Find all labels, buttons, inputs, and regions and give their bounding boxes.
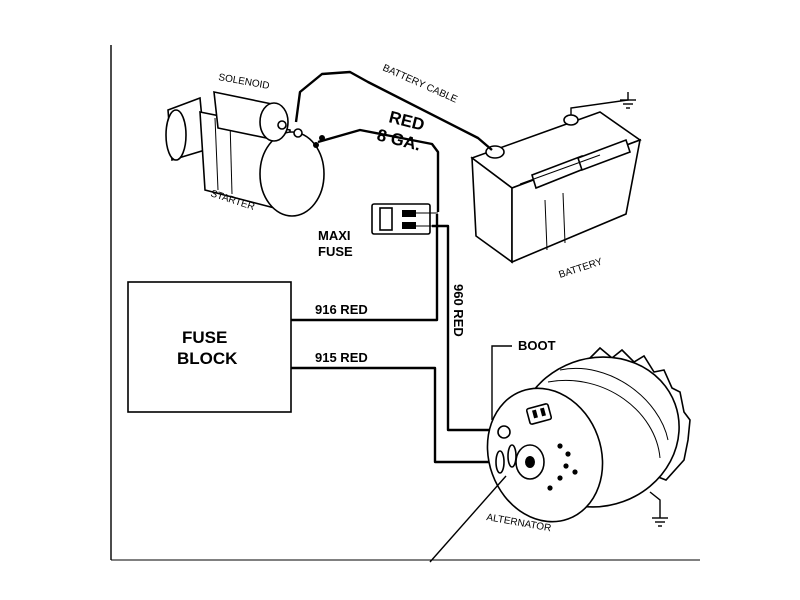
wire-915-red (291, 366, 500, 464)
battery-negative-terminal (563, 114, 579, 126)
fuse-block-label-line1: FUSE (182, 328, 227, 347)
wire-916-red (291, 214, 439, 322)
alternator-ground-symbol (649, 491, 668, 527)
maxi-fuse-label-line2: FUSE (318, 244, 353, 259)
battery-label: BATTERY (558, 256, 605, 281)
boot-leader-line (491, 345, 512, 420)
maxi-fuse-label-line1: MAXI (318, 228, 351, 243)
wire-915-label: 915 RED (315, 350, 368, 365)
battery (470, 111, 642, 264)
red-8ga-wire (317, 128, 440, 212)
solenoid (213, 90, 325, 148)
wire-916-label: 916 RED (315, 302, 368, 317)
alternator (486, 346, 691, 523)
boot-label: BOOT (518, 338, 556, 353)
battery-cable (294, 70, 493, 151)
battery-ground-symbol (570, 92, 636, 115)
solenoid-label: SOLENOID (217, 72, 270, 92)
wire-960-label: 960 RED (451, 284, 466, 337)
fuse-block-label-line2: BLOCK (177, 349, 238, 368)
fuse-block (127, 281, 292, 413)
wire-960-red (432, 224, 500, 432)
alternator-pointer-line (429, 475, 507, 563)
battery-cable-label: BATTERY CABLE (381, 63, 459, 106)
maxi-fuse (371, 203, 438, 235)
